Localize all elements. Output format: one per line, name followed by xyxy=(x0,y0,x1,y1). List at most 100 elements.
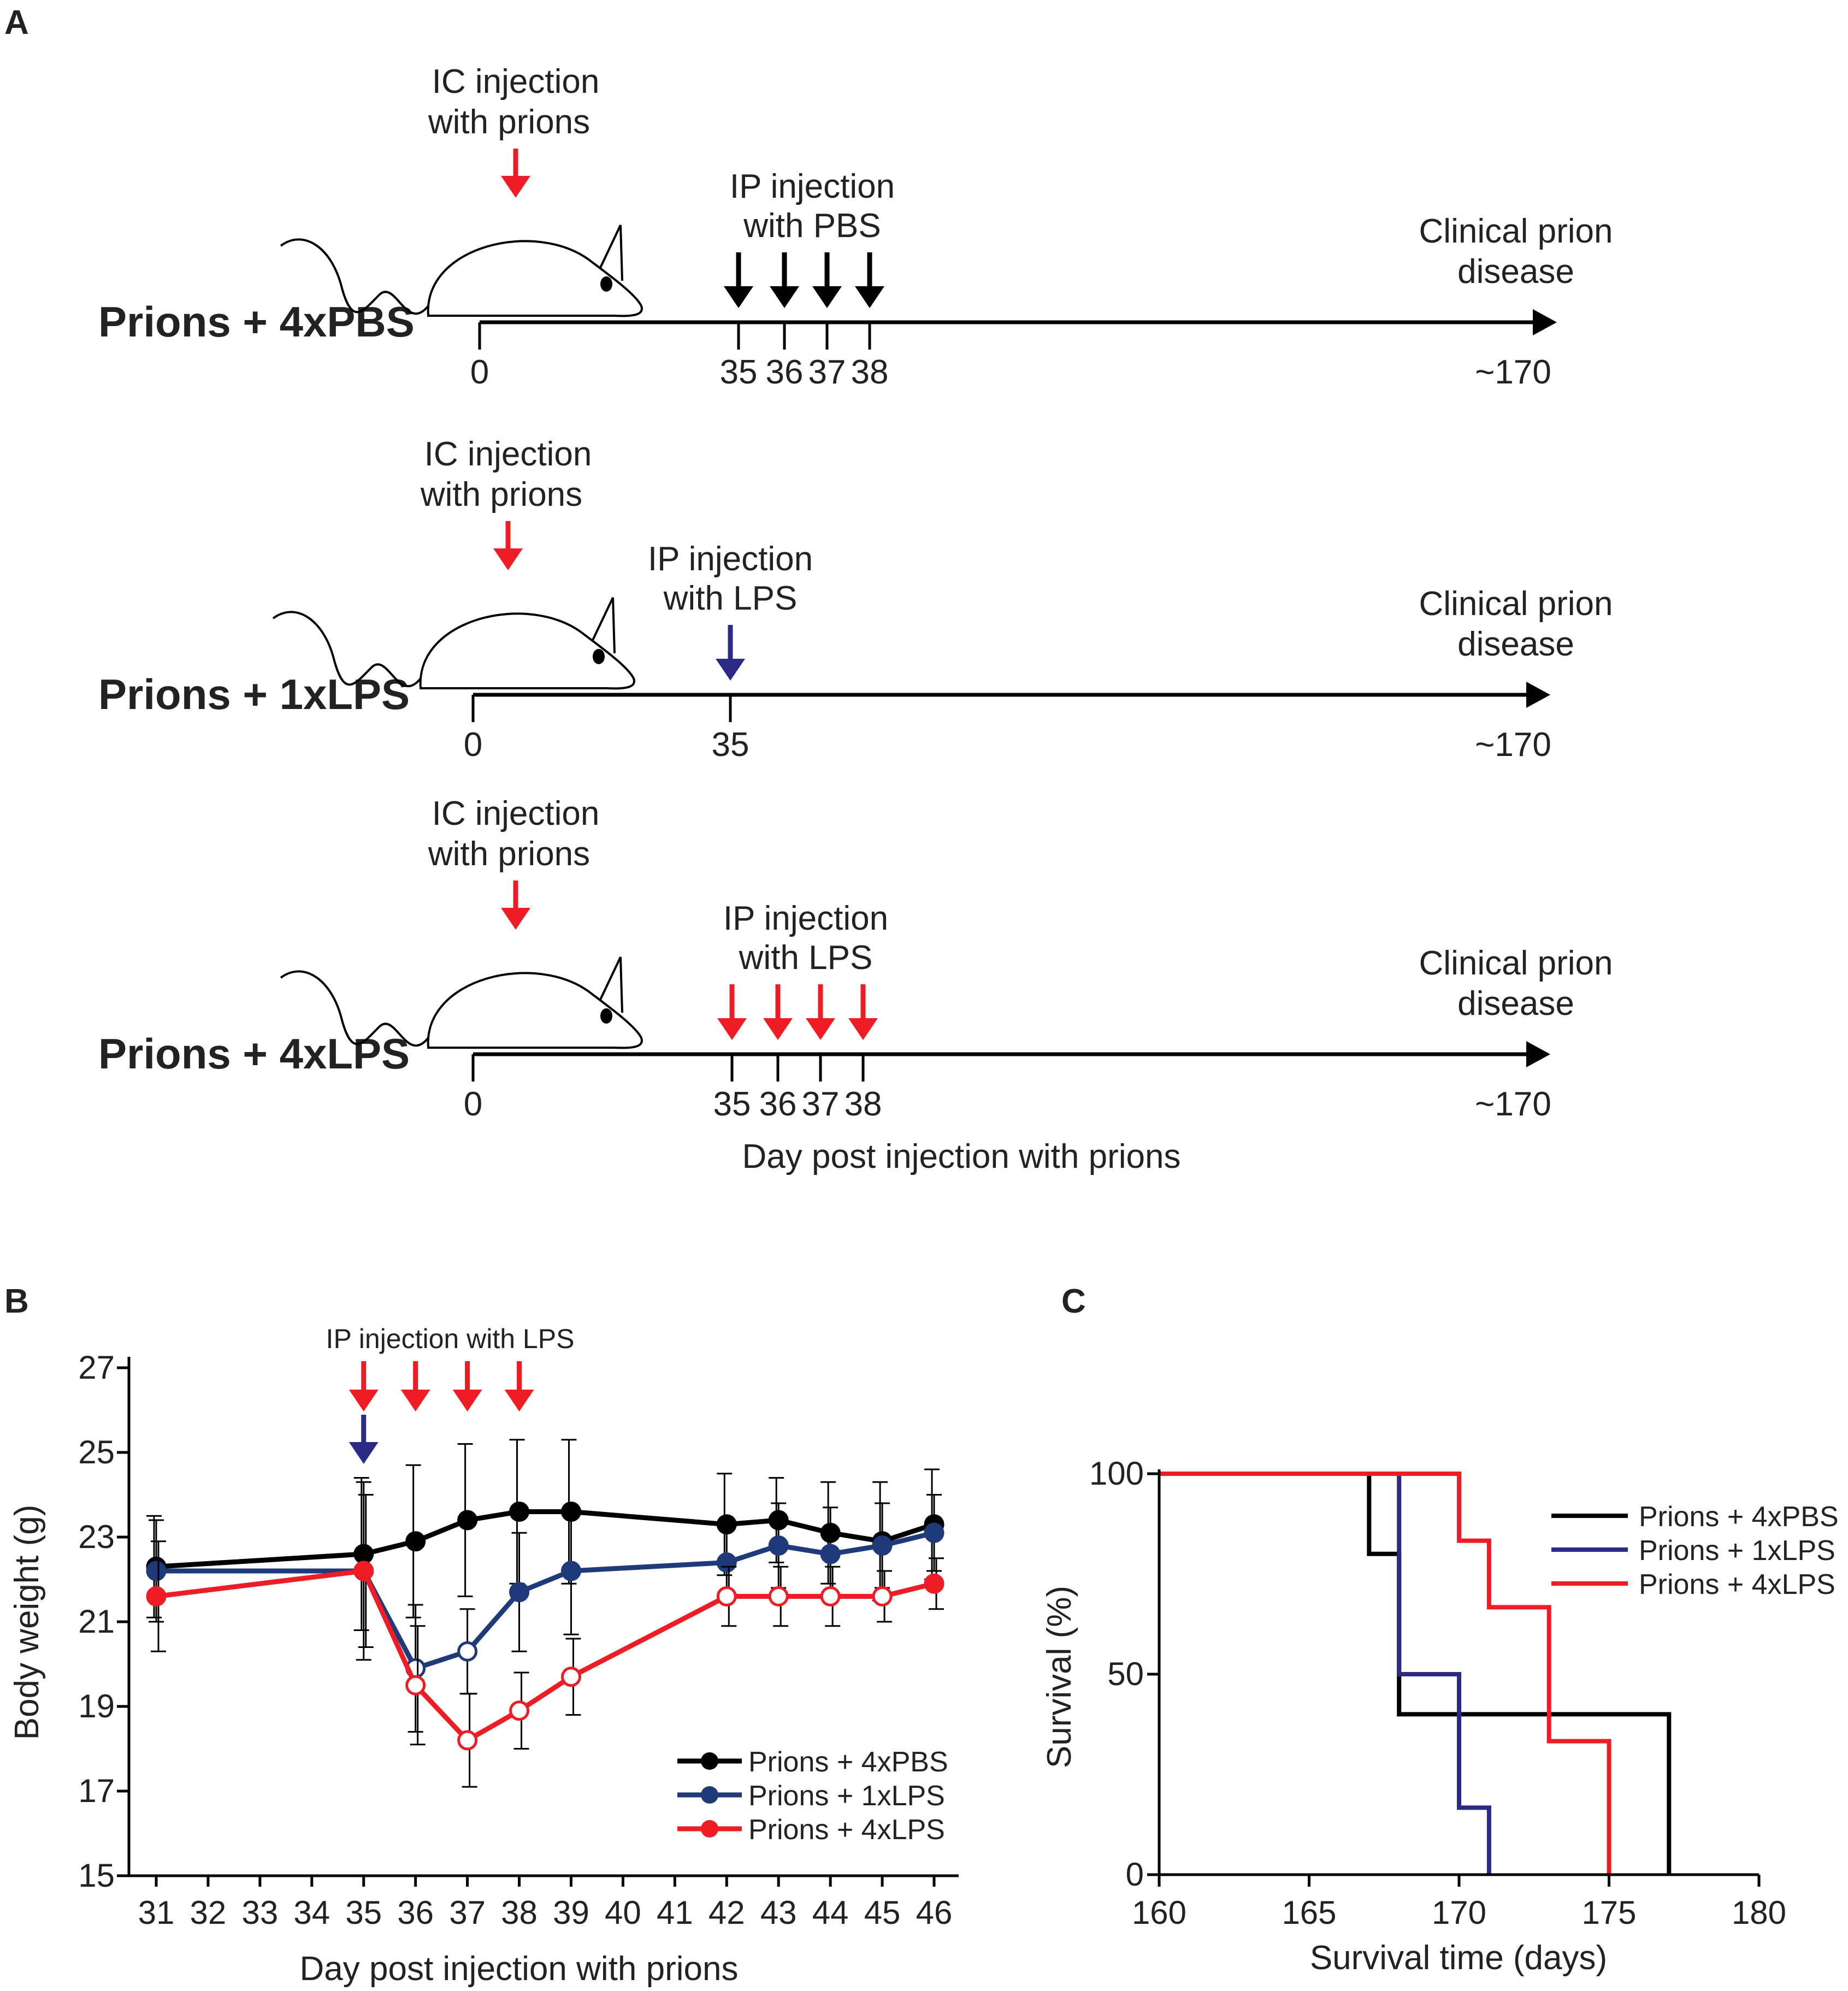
y-tick-label-0: 0 xyxy=(1126,1856,1144,1893)
legend-marker xyxy=(701,1786,718,1804)
tick-label-end: ~170 xyxy=(1475,353,1551,391)
ip-arrow-day-35-head xyxy=(724,286,753,308)
ip-arrow-day-38-head xyxy=(855,286,884,308)
data-point xyxy=(405,1531,426,1552)
ip-label-line1: IP injection xyxy=(723,900,888,937)
row-label: Prions + 4xPBS xyxy=(98,298,415,346)
row-label: Prions + 1xLPS xyxy=(98,670,410,718)
data-point xyxy=(716,1586,737,1606)
data-point xyxy=(924,1522,944,1543)
ic-arrow-head xyxy=(501,176,530,198)
y-tick-label-19: 19 xyxy=(78,1688,115,1724)
tick-label-day-37: 37 xyxy=(802,1085,840,1123)
ip-arrow-day-35-head xyxy=(717,1018,747,1040)
tick-label-day-35: 35 xyxy=(720,353,758,391)
mouse-ear xyxy=(592,597,616,654)
ic-label-line1: IC injection xyxy=(432,795,600,832)
ic-label-line2: with prions xyxy=(428,835,590,873)
ic-label-line2: with prions xyxy=(428,103,590,141)
ip-arrow-day-37-head xyxy=(806,1018,835,1040)
annotation-label: IP injection with LPS xyxy=(326,1324,575,1354)
survival-step-prions-4xlps xyxy=(1159,1472,1611,1875)
x-tick-label-41: 41 xyxy=(657,1894,693,1931)
ip-arrow-day-37-head xyxy=(812,286,842,308)
tick-label-day-36: 36 xyxy=(759,1085,797,1123)
x-tick-label-40: 40 xyxy=(605,1894,641,1931)
data-point xyxy=(872,1535,893,1556)
end-label-line1: Clinical prion xyxy=(1419,212,1613,250)
tick-label-day-38: 38 xyxy=(851,353,889,391)
data-point xyxy=(820,1544,841,1564)
x-tick-label-170: 170 xyxy=(1432,1894,1486,1931)
row-label: Prions + 4xLPS xyxy=(98,1030,410,1078)
y-tick-label-23: 23 xyxy=(78,1519,115,1555)
y-axis-label: Body weight (g) xyxy=(8,1505,46,1740)
legend-label: Prions + 4xPBS xyxy=(1639,1501,1839,1533)
data-point xyxy=(560,1667,581,1687)
ip-label-line1: IP injection xyxy=(648,540,813,578)
end-label-line2: disease xyxy=(1457,985,1574,1023)
ic-arrow-head xyxy=(501,908,530,930)
end-label-line2: disease xyxy=(1457,253,1574,291)
tick-label-start: 0 xyxy=(464,726,482,764)
legend-label: Prions + 4xLPS xyxy=(748,1814,945,1846)
lps-arrow-red-day-37-head xyxy=(452,1390,482,1411)
x-tick-label-38: 38 xyxy=(501,1894,538,1931)
y-tick-label-27: 27 xyxy=(78,1349,115,1386)
mouse-ear xyxy=(599,224,623,281)
data-point xyxy=(509,1700,530,1721)
y-tick-label-17: 17 xyxy=(78,1773,115,1809)
lps-arrow-red-day-38-head xyxy=(504,1390,534,1411)
tick-label-day-36: 36 xyxy=(766,353,804,391)
ip-label-line2: with LPS xyxy=(663,580,798,617)
x-tick-label-33: 33 xyxy=(241,1894,278,1931)
data-point xyxy=(457,1510,478,1531)
tick-label-day-38: 38 xyxy=(845,1085,882,1123)
timeline-arrowhead xyxy=(1526,682,1550,708)
panel-label-c: C xyxy=(1061,1283,1086,1320)
mouse-tail xyxy=(280,970,429,1047)
data-point xyxy=(560,1561,581,1581)
timeline-arrowhead xyxy=(1533,309,1557,335)
legend-label: Prions + 1xLPS xyxy=(748,1780,945,1812)
ic-label-line1: IC injection xyxy=(424,435,592,473)
end-label-line2: disease xyxy=(1457,625,1574,663)
y-tick-label-100: 100 xyxy=(1089,1455,1144,1492)
legend-label: Prions + 4xPBS xyxy=(748,1746,948,1778)
series-line xyxy=(156,1530,935,1671)
data-point xyxy=(353,1561,374,1581)
x-tick-label-39: 39 xyxy=(553,1894,589,1931)
x-tick-label-42: 42 xyxy=(709,1894,745,1931)
data-point xyxy=(768,1535,789,1556)
x-tick-label-36: 36 xyxy=(397,1894,434,1931)
tick-label-start: 0 xyxy=(470,353,489,391)
data-point xyxy=(146,1586,167,1606)
panel-label-a: A xyxy=(4,4,29,42)
legend-marker xyxy=(701,1752,718,1770)
ip-label-line1: IP injection xyxy=(730,168,895,205)
end-label-line1: Clinical prion xyxy=(1419,944,1613,982)
lps-arrow-blue-day-35-head xyxy=(349,1442,379,1464)
data-point xyxy=(509,1582,530,1603)
legend-label: Prions + 1xLPS xyxy=(1639,1535,1835,1567)
end-label-line1: Clinical prion xyxy=(1419,585,1613,623)
legend-label: Prions + 4xLPS xyxy=(1639,1569,1835,1600)
ic-label-line1: IC injection xyxy=(432,63,600,101)
x-tick-label-160: 160 xyxy=(1132,1894,1186,1931)
x-tick-label-46: 46 xyxy=(916,1894,953,1931)
mouse-eye xyxy=(600,276,612,292)
mouse-body xyxy=(427,240,643,317)
lps-arrow-red-day-36-head xyxy=(400,1390,430,1411)
x-axis-label: Survival time (days) xyxy=(1310,1939,1607,1977)
data-point xyxy=(768,1586,789,1606)
ip-arrow-day-35-head xyxy=(716,659,745,681)
ip-arrow-day-38-head xyxy=(848,1018,878,1040)
ip-label-line2: with PBS xyxy=(743,207,881,245)
tick-label-day-35: 35 xyxy=(713,1085,751,1123)
